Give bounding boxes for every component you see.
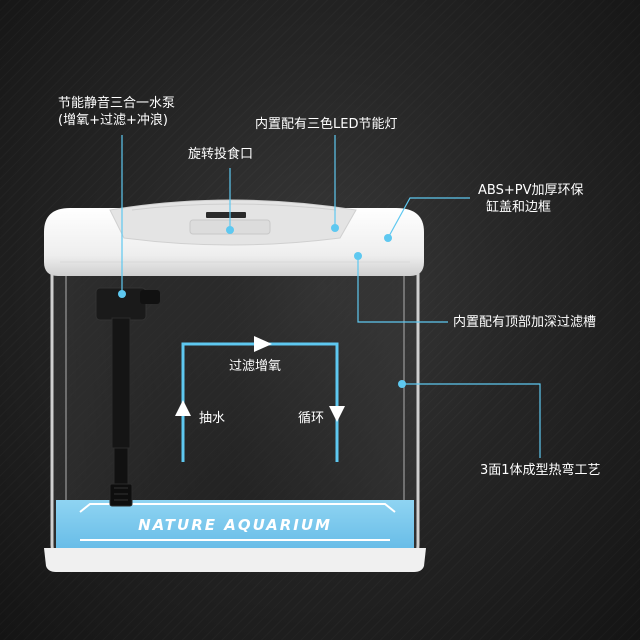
water-pump (95, 287, 160, 507)
led-label: 内置配有三色LED节能灯 (255, 117, 398, 132)
display-panel (206, 212, 246, 218)
flow-right-label: 循环 (298, 411, 325, 426)
flow-top-label: 过滤增氧 (229, 359, 282, 374)
pump-label: 节能静音三合一水泵 (增氧+过滤+冲浪) (58, 95, 175, 129)
tank-base (44, 500, 426, 572)
pump-label-line2: (增氧+过滤+冲浪) (58, 113, 168, 128)
frame-label-line2: 缸盖和边框 (486, 200, 552, 215)
callout-lines (121, 135, 541, 458)
frame-callout-line (387, 197, 470, 239)
arrow-right-icon (254, 336, 272, 352)
arrow-down-icon (329, 406, 345, 422)
filter-tank-label: 内置配有顶部加深过滤槽 (453, 315, 597, 330)
frame-label-line1: ABS+PV加厚环保 (478, 183, 584, 198)
tank-lid (44, 199, 424, 276)
callout-dots (118, 224, 406, 388)
base-brand-text: NATURE AQUARIUM (138, 516, 332, 534)
pump-label-line1: 节能静音三合一水泵 (58, 96, 176, 111)
filter-callout-line (357, 256, 448, 323)
flow-left-label: 抽水 (199, 411, 226, 426)
bend-label: 3面1体成型热弯工艺 (480, 463, 601, 478)
frame-label: ABS+PV加厚环保 缸盖和边框 (478, 182, 583, 216)
arrow-up-icon (175, 400, 191, 416)
bend-callout-line (402, 383, 541, 458)
feeder-label: 旋转投食口 (188, 147, 254, 162)
